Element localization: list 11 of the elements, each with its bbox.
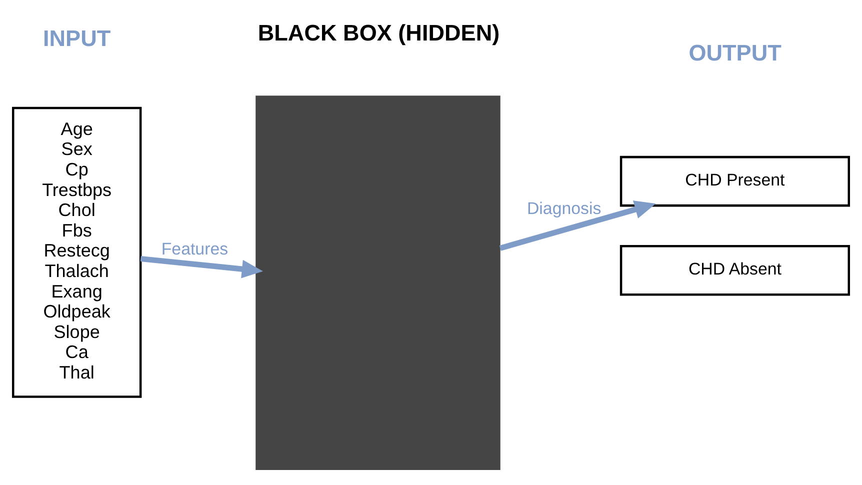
node-box: CHD Present xyxy=(620,156,850,207)
label: BLACK BOX (HIDDEN) xyxy=(258,20,500,46)
node-box xyxy=(256,96,500,470)
label: INPUT xyxy=(43,26,111,51)
node-box: CHD Absent xyxy=(620,245,850,296)
arrow xyxy=(140,256,264,278)
edge-label: Features xyxy=(161,240,228,259)
node-box: Age Sex Cp Trestbps Chol Fbs Restecg Thalach Exang Oldpeak Slope Ca Thal xyxy=(12,106,142,398)
label: OUTPUT xyxy=(688,40,782,66)
arrow xyxy=(499,200,656,251)
edge-label: Diagnosis xyxy=(526,199,602,218)
